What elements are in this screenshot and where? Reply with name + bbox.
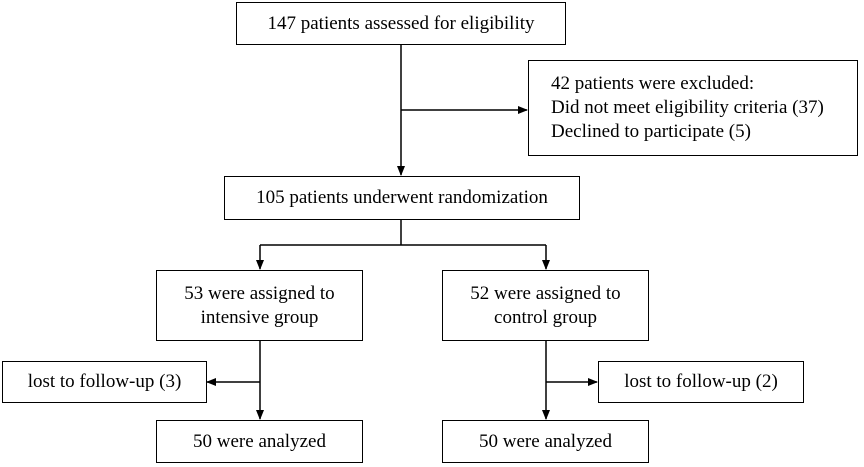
assessed-label: 147 patients assessed for eligibility (267, 12, 535, 34)
control-line-2: control group (494, 306, 597, 328)
intensive-line-1: 53 were assigned to (184, 282, 335, 304)
control-lost-label: lost to follow-up (2) (624, 371, 778, 392)
control-lost-box: lost to follow-up (2) (598, 361, 804, 403)
excluded-reason-declined: Declined to participate (5) (551, 121, 751, 142)
excluded-box: 42 patients were excluded: Did not meet … (528, 60, 858, 156)
assessed-box: 147 patients assessed for eligibility (236, 2, 566, 45)
control-line-1: 52 were assigned to (470, 282, 621, 304)
intensive-line-2: intensive group (200, 306, 319, 328)
intensive-lost-label: lost to follow-up (3) (27, 371, 182, 392)
control-group-box: 52 were assigned to control group (442, 270, 649, 341)
control-analyzed-box: 50 were analyzed (442, 420, 649, 463)
randomized-label: 105 patients underwent randomization (256, 187, 548, 208)
excluded-title: 42 patients were excluded: (551, 73, 755, 94)
intensive-lost-box: lost to follow-up (3) (2, 361, 207, 403)
intensive-group-box: 53 were assigned to intensive group (156, 270, 363, 341)
control-analyzed-label: 50 were analyzed (479, 430, 612, 452)
excluded-reason-eligibility: Did not meet eligibility criteria (37) (551, 97, 824, 118)
randomized-box: 105 patients underwent randomization (224, 176, 580, 220)
intensive-analyzed-box: 50 were analyzed (156, 420, 363, 463)
intensive-analyzed-label: 50 were analyzed (193, 430, 326, 452)
